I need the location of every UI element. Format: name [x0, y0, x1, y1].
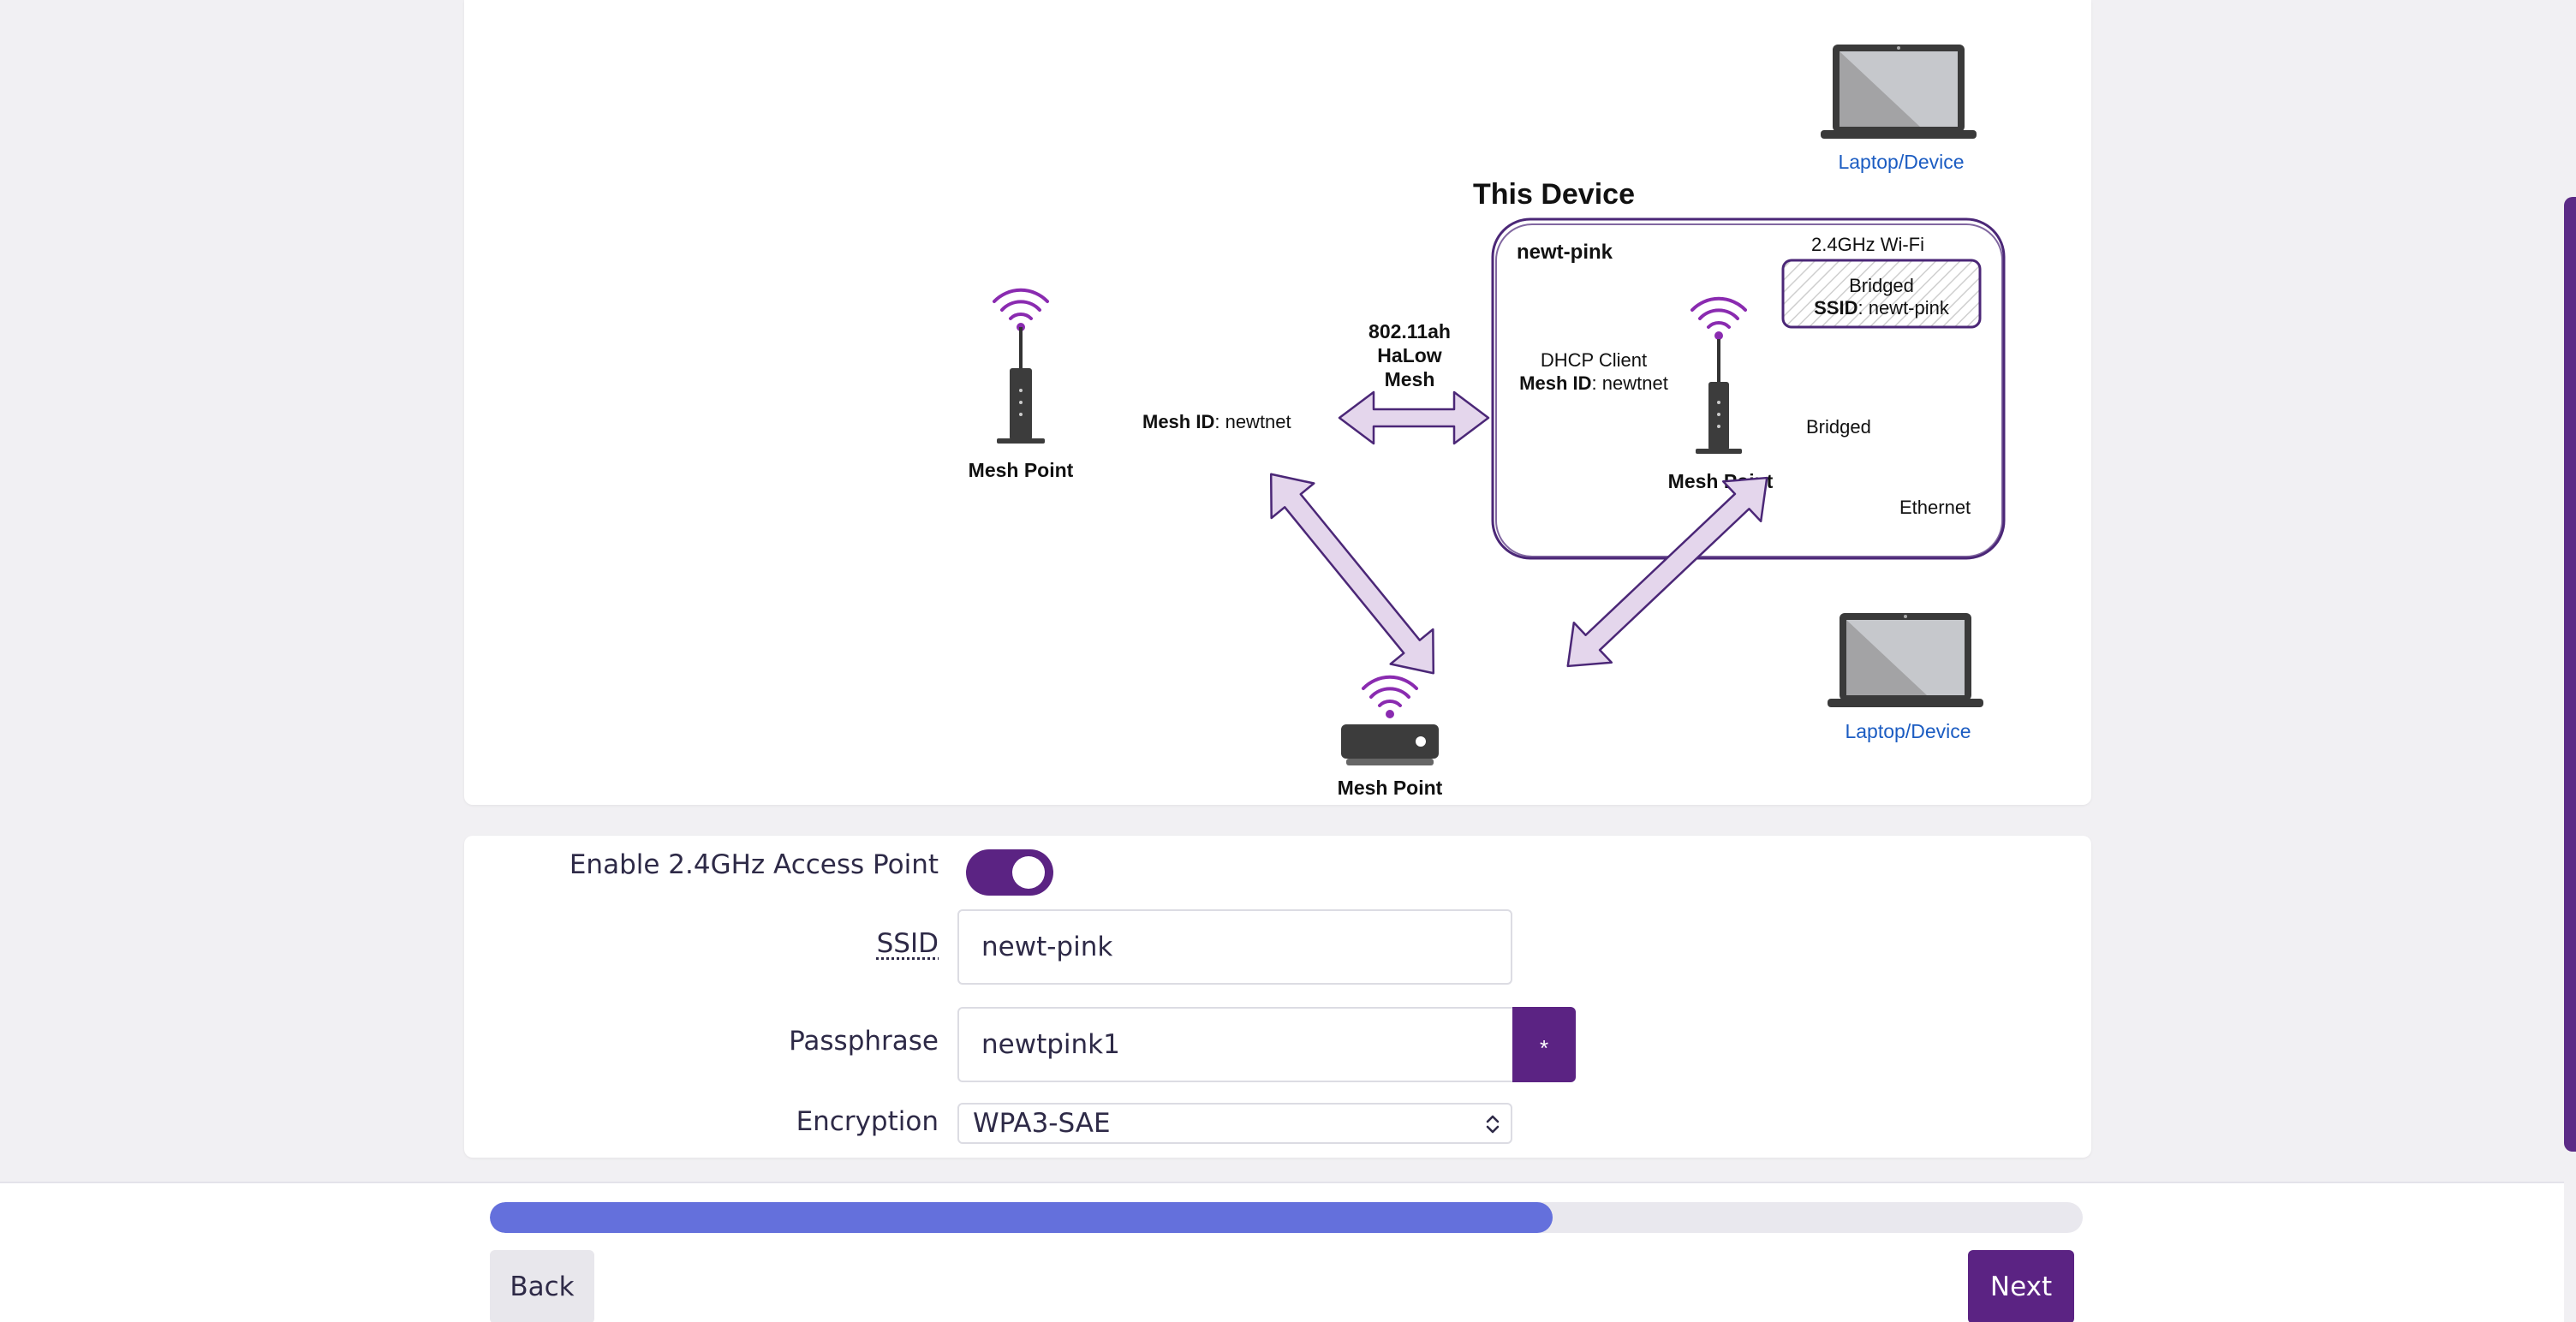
bridged-ssid-box	[1781, 259, 1982, 329]
left-router-icon	[993, 288, 1049, 444]
passphrase-input[interactable]: newtpink1	[957, 1007, 1514, 1082]
toggle-knob	[1012, 856, 1045, 889]
device-name-label: newt-pink	[1517, 241, 1613, 264]
bottom-mesh-point-icon	[1341, 675, 1439, 765]
left-mesh-id: Mesh ID: newtnet	[1142, 411, 1291, 432]
ethernet-label: Ethernet	[1899, 497, 1971, 518]
progress-bar	[490, 1202, 2083, 1233]
this-device-title: This Device	[1473, 178, 1635, 211]
mesh-link-arrow-horizontal	[1338, 390, 1490, 445]
enable-ap-label: Enable 2.4GHz Access Point	[569, 849, 939, 880]
ssid-input[interactable]: newt-pink	[957, 909, 1512, 985]
bridged-label: Bridged	[1806, 416, 1871, 438]
network-diagram: This Device newt-pink Bridged SSID: newt…	[969, 45, 2006, 799]
mesh-link-arrow-right	[1566, 476, 1768, 668]
halow-label-line1: 802.11ah	[1368, 320, 1451, 342]
access-point-form: Enable 2.4GHz Access Point SSID newt-pin…	[464, 836, 2091, 1158]
scrollbar-thumb[interactable]	[2564, 197, 2576, 1152]
wifi-label: 2.4GHz Wi-Fi	[1811, 234, 1924, 255]
top-laptop-icon	[1821, 45, 1977, 139]
bottom-mesh-point-label: Mesh Point	[1338, 777, 1443, 799]
encryption-select[interactable]: WPA3-SAE	[957, 1103, 1512, 1144]
network-diagram-card: This Device newt-pink Bridged SSID: newt…	[464, 0, 2091, 805]
mesh-link-arrow-left	[1269, 473, 1435, 675]
passphrase-label: Passphrase	[789, 1026, 939, 1057]
top-laptop-label[interactable]: Laptop/Device	[1838, 151, 1964, 173]
wizard-footer: Back Next	[0, 1182, 2564, 1322]
this-device-router-icon	[1690, 296, 1747, 454]
dhcp-client-label: DHCP Client	[1541, 349, 1647, 371]
ssid-label: SSID	[876, 928, 939, 959]
back-button[interactable]: Back	[490, 1250, 594, 1322]
this-device-mesh-id: Mesh ID: newtnet	[1519, 372, 1668, 394]
asterisk-icon: *	[1539, 1035, 1549, 1061]
enable-ap-toggle[interactable]	[966, 849, 1053, 896]
encryption-selected-value: WPA3-SAE	[973, 1108, 1111, 1139]
bridged-ap-label: Bridged	[1849, 275, 1914, 296]
halow-label-line3: Mesh	[1385, 368, 1435, 390]
bottom-laptop-label[interactable]: Laptop/Device	[1845, 720, 1971, 742]
select-chevron-icon	[1486, 1115, 1500, 1134]
this-device-box	[1491, 217, 2006, 560]
bottom-laptop-icon	[1828, 613, 1983, 707]
encryption-label: Encryption	[796, 1106, 939, 1137]
progress-fill	[490, 1202, 1553, 1233]
left-mesh-point-label: Mesh Point	[969, 459, 1074, 481]
halow-label-line2: HaLow	[1377, 344, 1442, 366]
reveal-passphrase-button[interactable]: *	[1512, 1007, 1576, 1082]
ssid-value-label: SSID: newt-pink	[1814, 297, 1950, 319]
next-button[interactable]: Next	[1968, 1250, 2074, 1322]
